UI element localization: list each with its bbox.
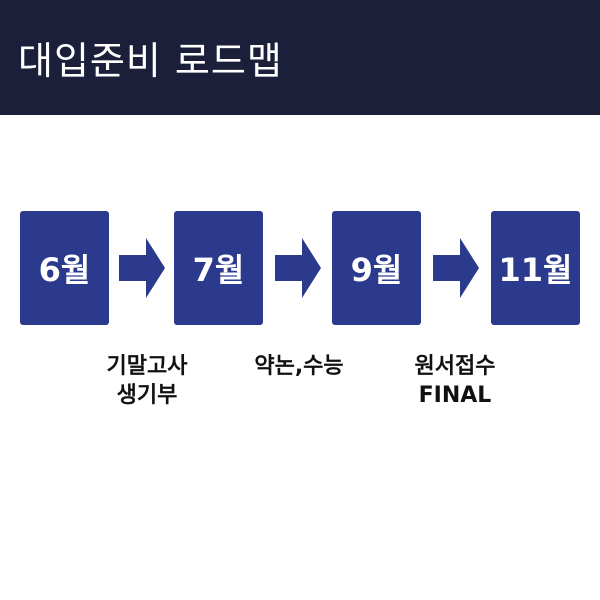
step-box-september: 9월: [332, 211, 421, 325]
step-box-november: 11월: [491, 211, 580, 325]
step-label-june: 6월: [38, 251, 91, 289]
caption-november: 원서접수 FINAL: [415, 352, 496, 410]
step-label-november: 11월: [498, 251, 573, 289]
right-arrow-icon: [275, 238, 321, 298]
caption-june-line-2: 생기부: [116, 383, 178, 408]
caption-november-line-1: 원서접수: [414, 354, 496, 379]
right-arrow-icon: [433, 238, 479, 298]
caption-september-line-1: 약논,수능: [254, 354, 344, 379]
caption-november-line-2: FINAL: [418, 383, 492, 408]
caption-june: 기말고사 생기부: [107, 352, 188, 410]
page-title: 대입준비 로드맵: [18, 39, 283, 83]
caption-june-line-1: 기말고사: [106, 354, 188, 379]
step-label-july: 7월: [192, 251, 245, 289]
step-box-june: 6월: [20, 211, 109, 325]
caption-september: 약논,수능: [254, 352, 343, 381]
step-label-september: 9월: [350, 251, 403, 289]
header-bar: 대입준비 로드맵: [0, 0, 600, 115]
right-arrow-icon: [119, 238, 165, 298]
step-box-july: 7월: [174, 211, 263, 325]
